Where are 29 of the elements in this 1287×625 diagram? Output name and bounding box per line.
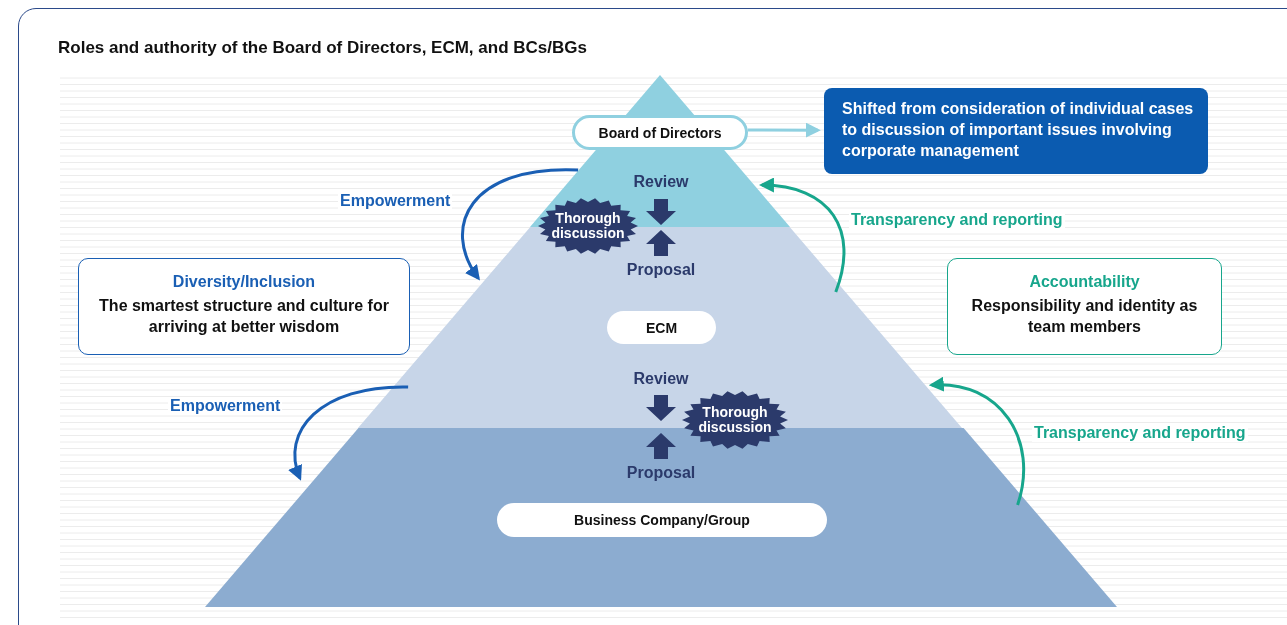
- arrow: [289, 385, 409, 481]
- starburst-shape: [538, 198, 638, 254]
- info-box: [947, 258, 1222, 355]
- arrow: [748, 122, 821, 138]
- text-label: Review: [632, 173, 690, 191]
- starburst-text: Thorough discussion: [697, 405, 773, 435]
- edge-label: Empowerment: [168, 397, 283, 415]
- starburst-text: Thorough discussion: [550, 211, 626, 241]
- text-label: Review: [632, 370, 690, 388]
- box-text: The smartest structure and culture for arriving at better wisdom: [98, 296, 390, 337]
- arrow: [928, 377, 1026, 506]
- tier-label: ECM: [607, 311, 716, 344]
- callout-box: Shifted from consideration of individual cases to discussion of important issues involving corporate management: [824, 88, 1208, 174]
- edge-label: Transparency and reporting: [1032, 424, 1248, 442]
- edge-label: Transparency and reporting: [849, 211, 1065, 229]
- pyramid-top-tier: [530, 75, 790, 227]
- info-box: [78, 258, 410, 355]
- arrow: [758, 178, 846, 293]
- arrow: [461, 168, 579, 281]
- box-heading: Diversity/Inclusion: [171, 273, 317, 291]
- tier-label: Board of Directors: [572, 115, 748, 150]
- text-label: Proposal: [625, 261, 697, 279]
- box-heading: Accountability: [1028, 273, 1141, 291]
- starburst-shape: [682, 391, 788, 449]
- tier-label: Business Company/Group: [497, 503, 827, 537]
- edge-label: Empowerment: [338, 192, 453, 210]
- text-label: Proposal: [625, 464, 697, 482]
- diagram-title: Roles and authority of the Board of Directors, ECM, and BCs/BGs: [58, 38, 587, 58]
- box-text: Responsibility and identity as team members: [970, 296, 1199, 337]
